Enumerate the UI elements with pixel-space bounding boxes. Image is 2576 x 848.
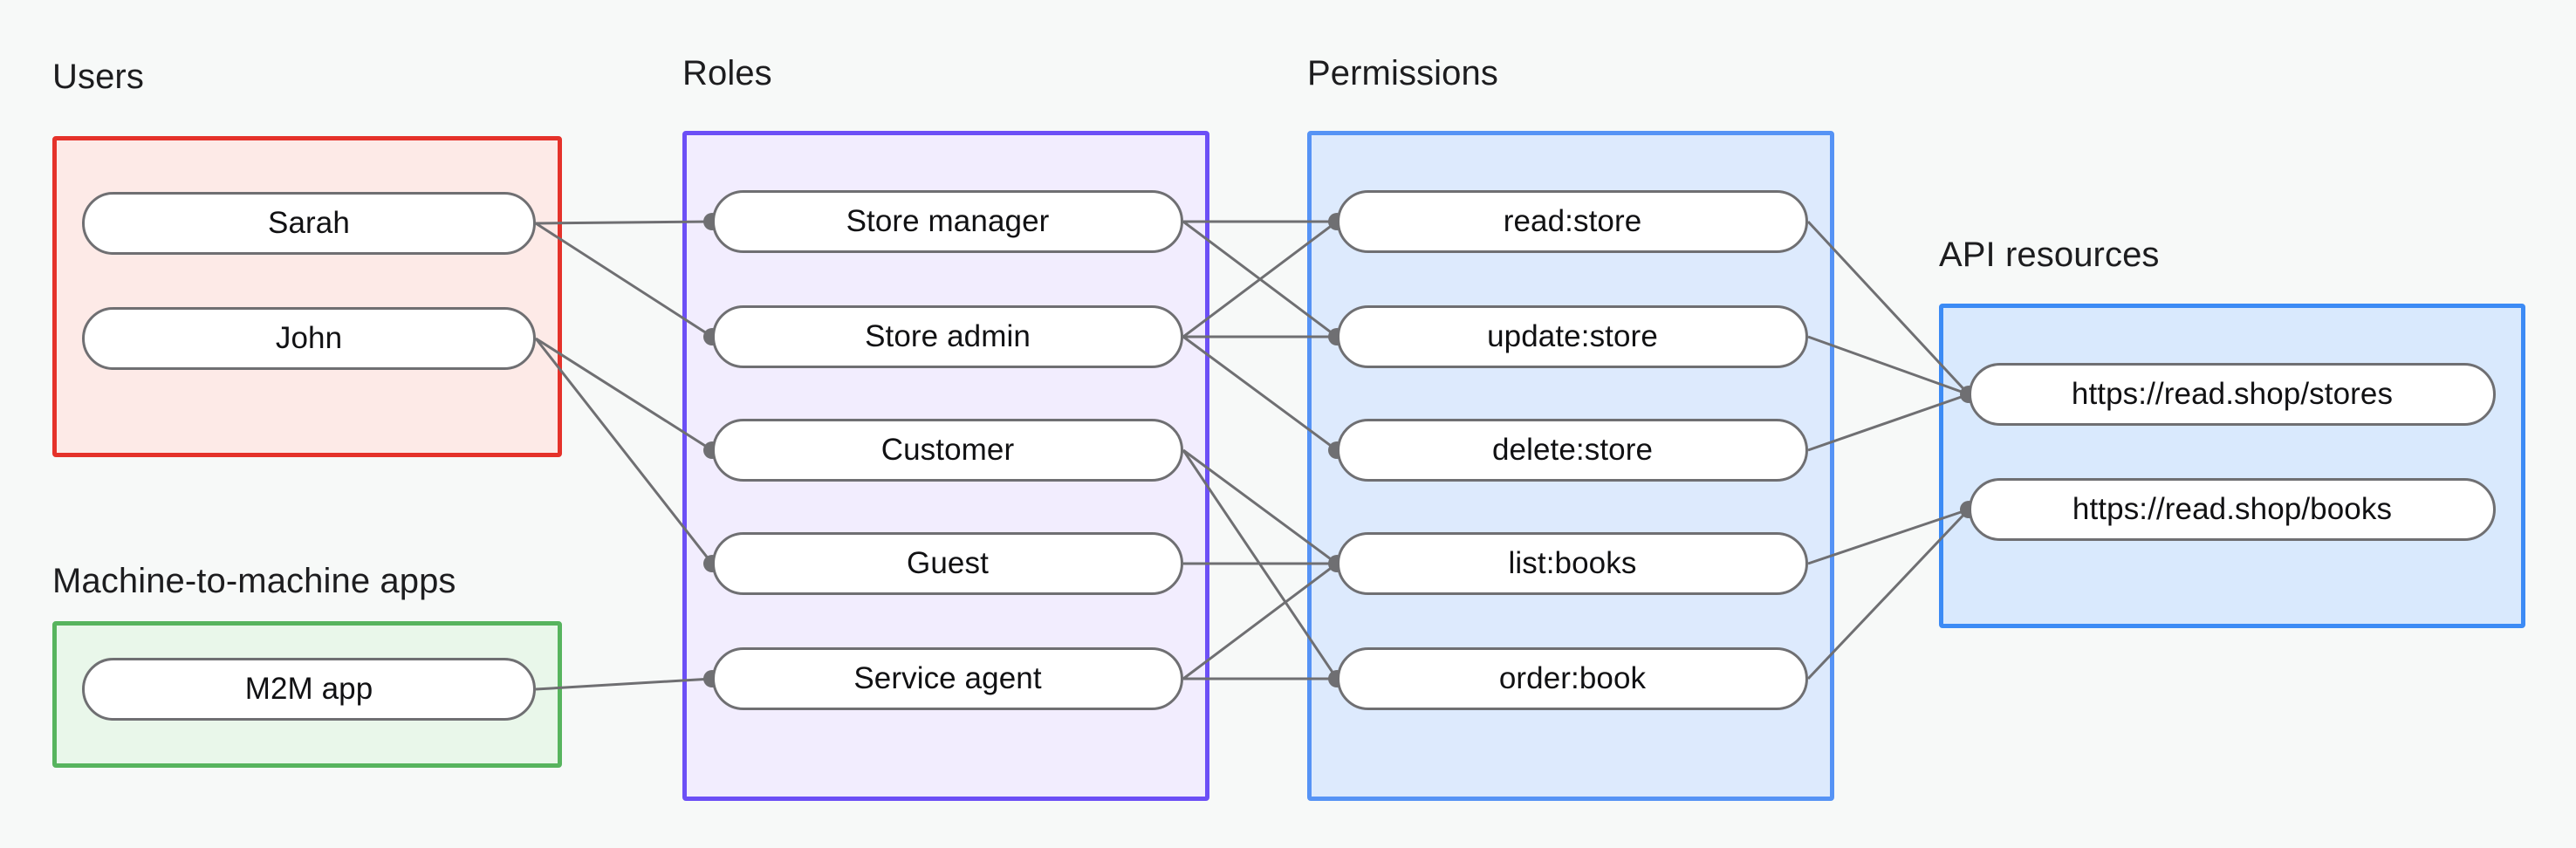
node-store_manager[interactable]: Store manager [712, 190, 1183, 253]
node-read_store[interactable]: read:store [1337, 190, 1808, 253]
group-label-api_resources: API resources [1939, 236, 2160, 274]
node-sarah[interactable]: Sarah [82, 192, 536, 255]
node-res_books[interactable]: https://read.shop/books [1969, 478, 2496, 541]
node-m2m_app[interactable]: M2M app [82, 658, 536, 721]
node-service_agent[interactable]: Service agent [712, 647, 1183, 710]
group-label-roles: Roles [682, 54, 772, 92]
group-box-users[interactable] [52, 136, 562, 457]
group-label-permissions: Permissions [1307, 54, 1498, 92]
group-box-api_resources[interactable] [1939, 304, 2525, 628]
node-store_admin[interactable]: Store admin [712, 305, 1183, 368]
group-label-users: Users [52, 58, 144, 96]
node-customer[interactable]: Customer [712, 419, 1183, 482]
node-res_stores[interactable]: https://read.shop/stores [1969, 363, 2496, 426]
node-order_book[interactable]: order:book [1337, 647, 1808, 710]
node-delete_store[interactable]: delete:store [1337, 419, 1808, 482]
group-label-m2m: Machine-to-machine apps [52, 562, 456, 600]
node-guest[interactable]: Guest [712, 532, 1183, 595]
node-update_store[interactable]: update:store [1337, 305, 1808, 368]
node-john[interactable]: John [82, 307, 536, 370]
node-list_books[interactable]: list:books [1337, 532, 1808, 595]
